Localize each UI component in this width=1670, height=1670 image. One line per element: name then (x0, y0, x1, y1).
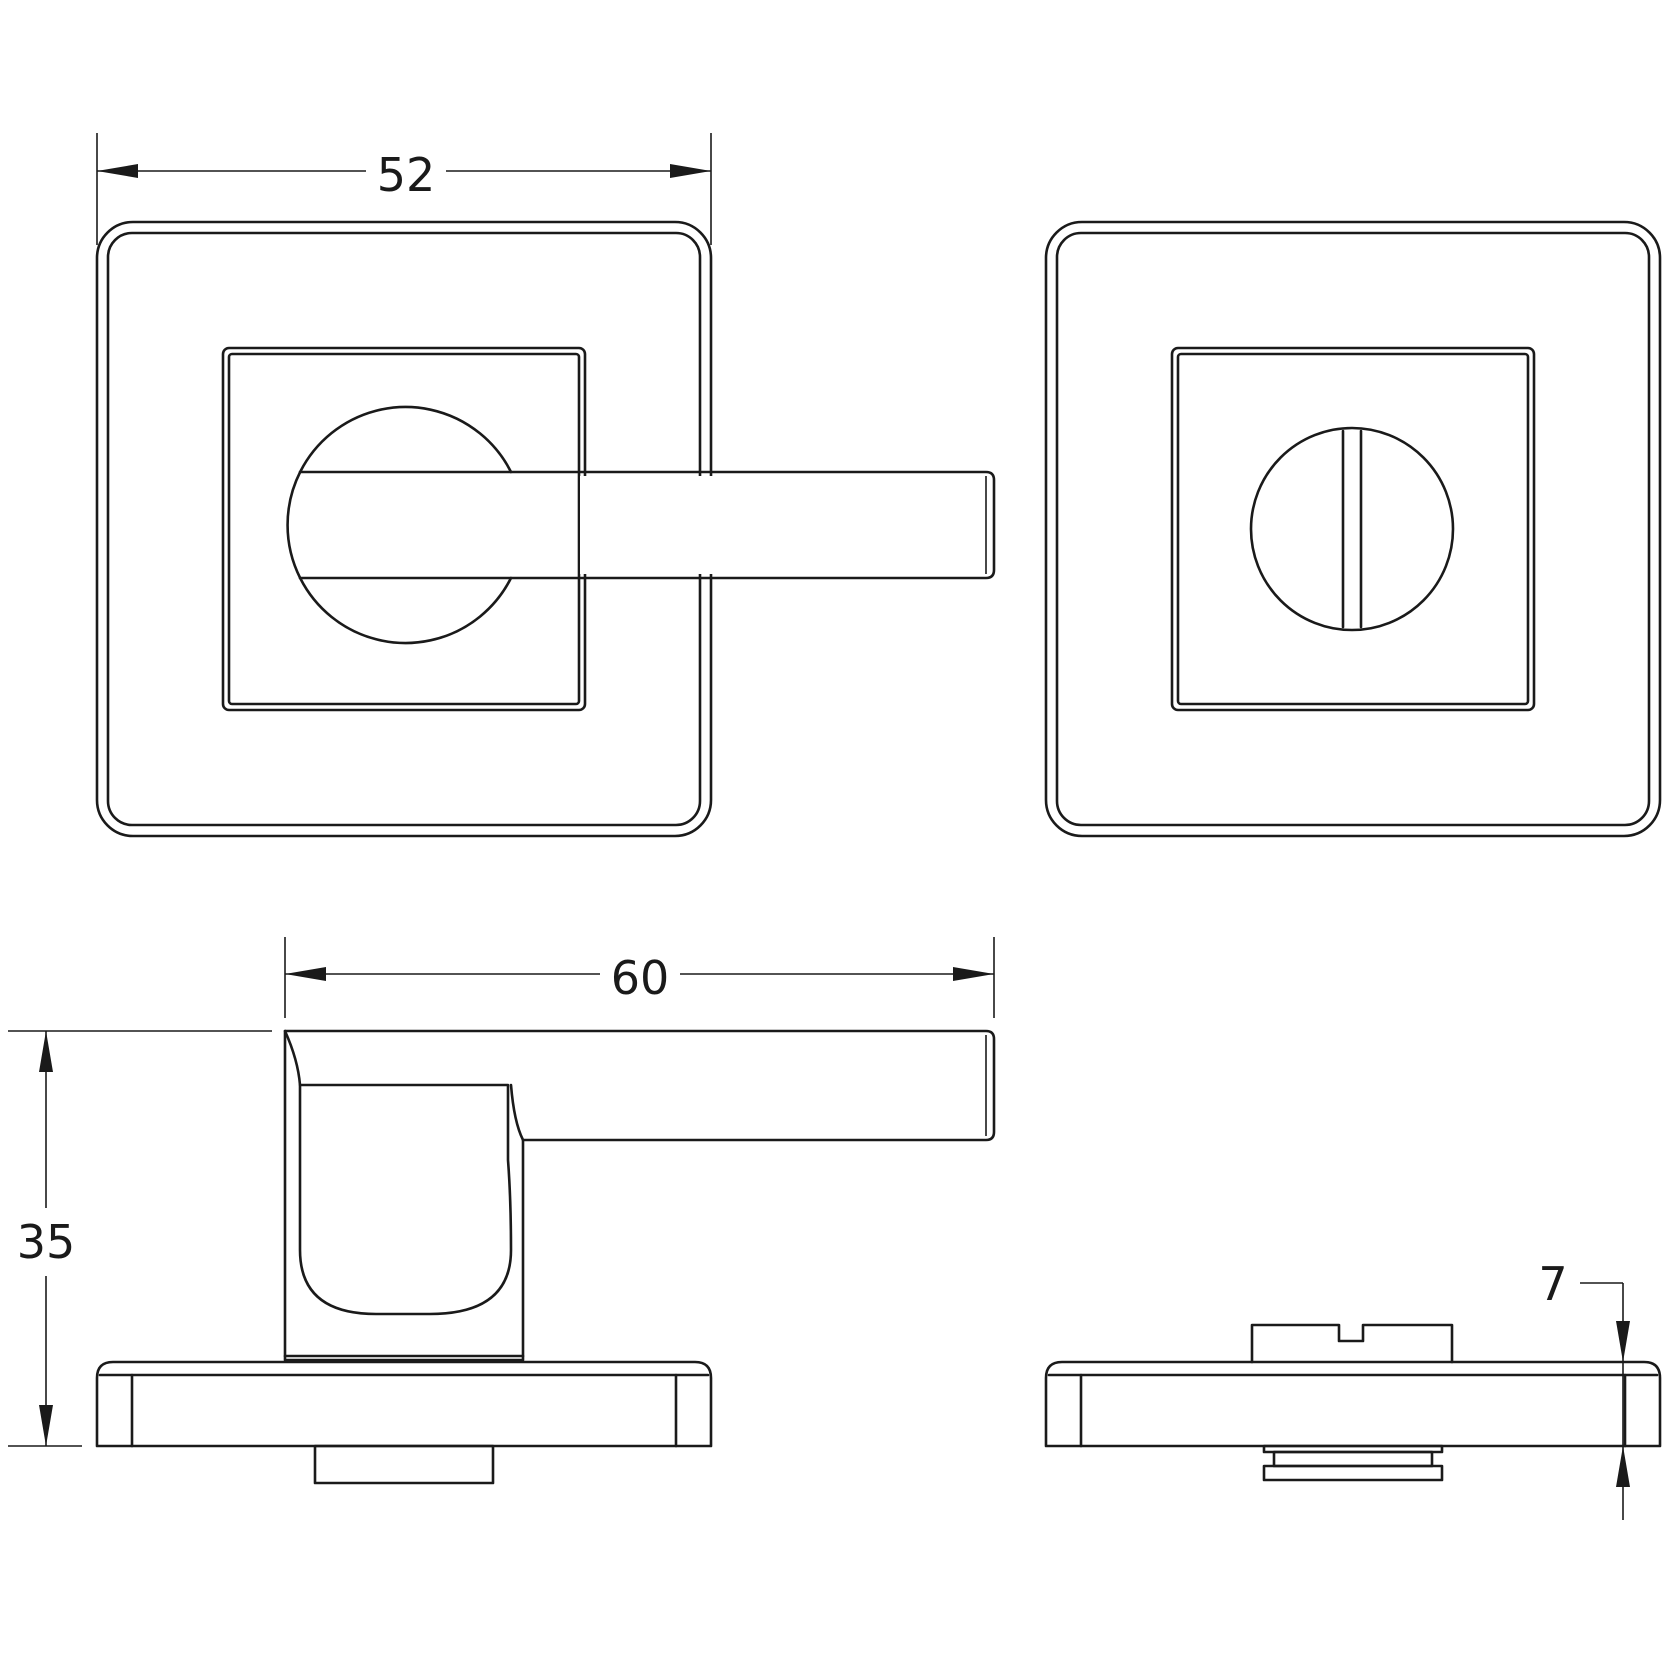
dimension-lever-length: 60 (284, 937, 995, 1018)
turn-front-view (1044, 220, 1662, 838)
dimension-label-52: 52 (377, 148, 436, 202)
turn-side-spindle-b (1272, 1450, 1434, 1468)
dimension-label-60: 60 (611, 951, 670, 1005)
side-rose (95, 1360, 713, 1448)
turn-side-view (1044, 1323, 1662, 1482)
rose-face-inner (227, 352, 581, 706)
lever-neck (286, 405, 513, 645)
dimension-turn-height: 7 (1538, 1257, 1630, 1520)
turn-face-outer (1170, 346, 1536, 712)
turn-side-knob (1250, 1323, 1454, 1364)
dimension-label-7: 7 (1538, 1257, 1567, 1311)
side-lever-curve-left (283, 1029, 302, 1087)
side-lever-body (283, 1029, 996, 1362)
rose-inner (106, 231, 702, 827)
turn-side-spindle-c (1262, 1464, 1444, 1482)
lever-side-view (95, 1029, 996, 1485)
dimension-rose-width: 52 (96, 133, 712, 245)
dimension-label-35: 35 (17, 1215, 76, 1269)
turn-face-inner (1176, 352, 1530, 706)
lever-arm (298, 470, 996, 580)
lever-front-view (95, 220, 996, 838)
side-lever-curve-right (509, 1083, 525, 1142)
side-lever-pocket (298, 1083, 513, 1316)
turn-rose-outer (1044, 220, 1662, 838)
turn-rose-inner (1055, 231, 1651, 827)
side-spindle (313, 1444, 495, 1485)
turn-knob (1249, 426, 1455, 632)
turn-side-rose (1044, 1360, 1662, 1448)
rose-outer (95, 220, 713, 838)
dimension-total-height: 35 (8, 1030, 272, 1447)
rose-face-outer (221, 346, 587, 712)
